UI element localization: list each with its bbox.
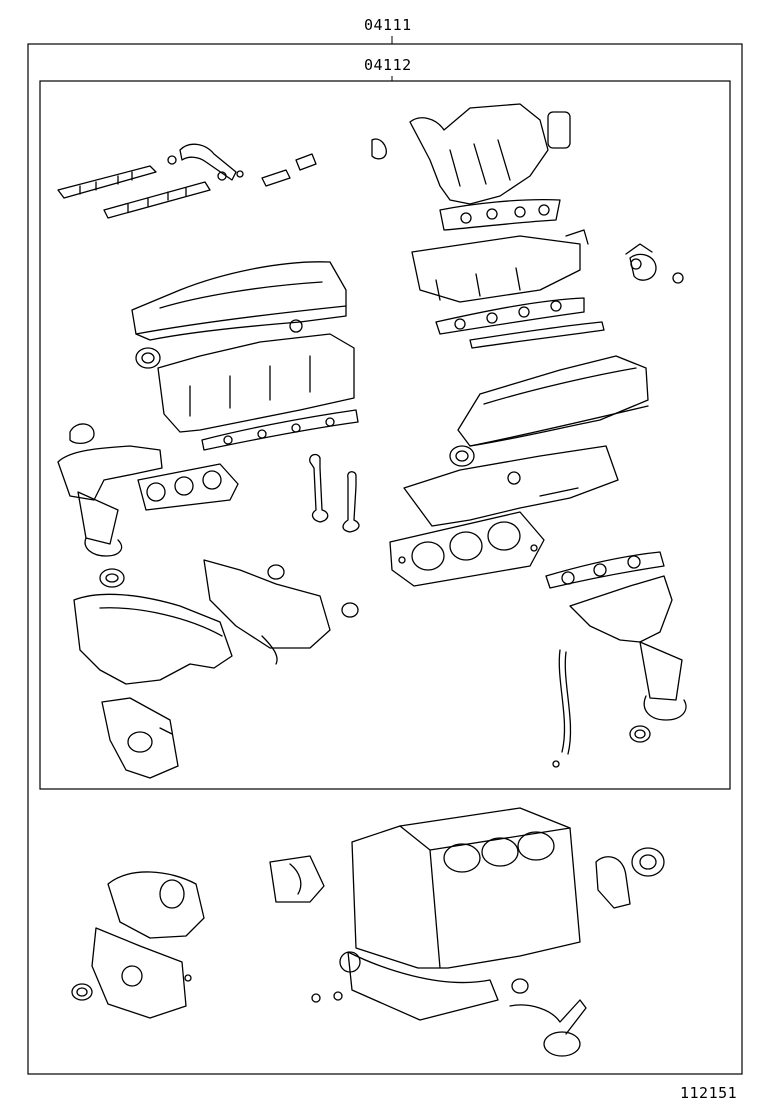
fuel-rail-assembly: [57, 143, 317, 219]
inner-kit-part-number: 04112: [364, 56, 412, 74]
outer-kit-part-number: 04111: [364, 16, 412, 34]
water-pump-cover: [101, 697, 179, 779]
valve-cover-left: [131, 261, 347, 369]
exhaust-manifold-right: [569, 575, 687, 743]
rear-oil-seal: [595, 847, 665, 909]
lower-timing-cover: [71, 871, 205, 1019]
intake-manifold: [371, 103, 571, 231]
cylinder-head-right: [403, 445, 619, 527]
timing-belt-cover: [73, 559, 359, 685]
valve-cover-right: [449, 355, 649, 485]
exhaust-manifold-gasket-right: [545, 551, 665, 589]
lower-intake-manifold: [411, 229, 684, 303]
cylinder-head-gasket: [389, 511, 545, 587]
intake-manifold-gasket: [435, 297, 605, 349]
diagram-number: 112151: [680, 1084, 738, 1102]
oil-pump-gasket: [269, 855, 343, 1003]
outer-kit-frame: [27, 43, 743, 1075]
exhaust-manifold-left: [57, 423, 239, 588]
valves: [309, 453, 360, 533]
cylinder-head-left: [157, 333, 359, 451]
inner-kit-frame: [39, 80, 731, 790]
dipstick-tube: [552, 649, 572, 768]
oil-strainer: [509, 978, 587, 1057]
engine-block: [339, 807, 581, 1021]
